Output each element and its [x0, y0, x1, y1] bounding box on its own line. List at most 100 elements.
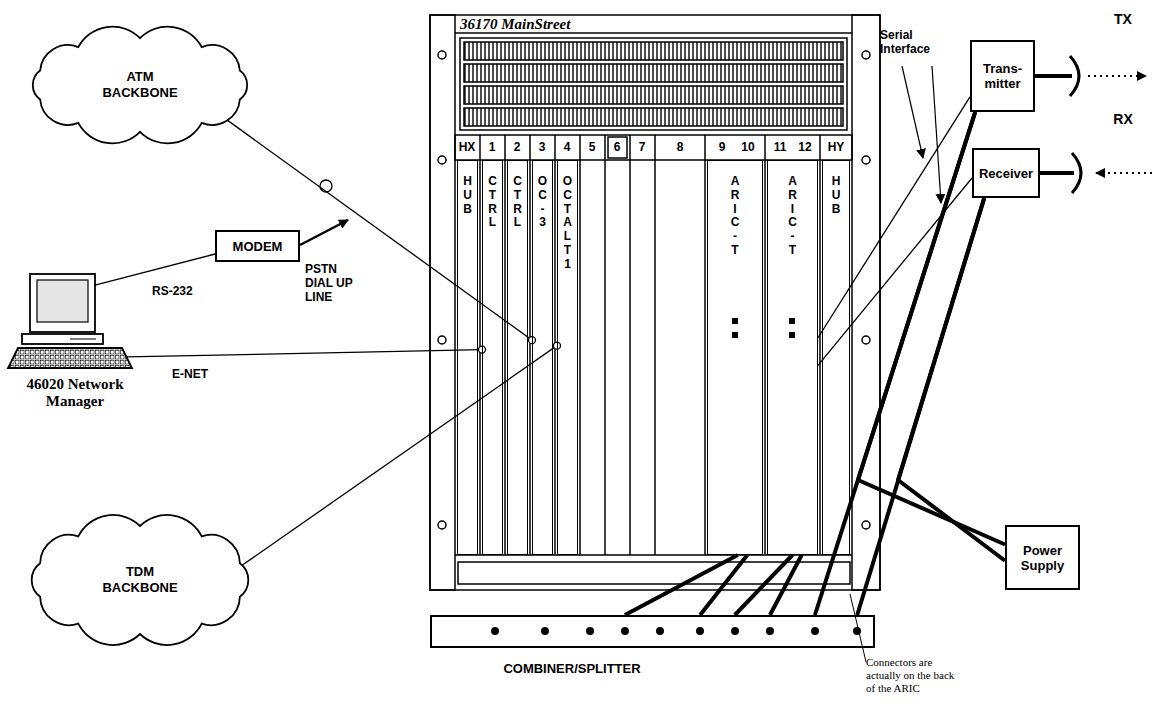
combiner-port [731, 627, 739, 635]
card-connector [732, 318, 795, 338]
cloud-outline [33, 27, 247, 144]
pointer-arrow [300, 66, 941, 662]
shelf-chassis-frame [654, 135, 656, 555]
line-card: ARIC-T [707, 160, 763, 555]
box-label: Trans- mitter [975, 61, 1030, 91]
box-label: MODEM [233, 239, 283, 254]
transmitter-box: Trans- mitter [970, 40, 1035, 112]
connector [818, 97, 970, 338]
label-holder: 3 [527, 140, 557, 154]
pointer-arrow [850, 594, 866, 662]
shelf-chassis-frame [852, 15, 880, 590]
card-label: ARIC-T [788, 175, 798, 258]
label-holder: PSTN DIAL UP LINE [305, 262, 363, 304]
slot-number: 9 [707, 140, 737, 154]
connector [625, 555, 738, 615]
combiner-port [491, 627, 499, 635]
receiver-box: Receiver [972, 148, 1040, 198]
network-cloud: TDM BACKBONE [15, 505, 265, 655]
computer-icon [22, 334, 103, 344]
antenna [1035, 56, 1152, 193]
edge-label: E-NET [170, 367, 210, 381]
connector [220, 115, 532, 340]
box-label: Receiver [979, 166, 1033, 181]
shelf-chassis-frame [430, 15, 455, 590]
label-holder: 7 [627, 140, 657, 154]
computer-icon [30, 274, 95, 332]
connector [898, 198, 1005, 561]
label-holder: HX [452, 140, 482, 154]
slot-number: 11 [765, 140, 795, 154]
connector [770, 555, 802, 615]
combiner-port [491, 627, 861, 635]
shelf-chassis-frame [579, 135, 581, 555]
combiner-port [541, 627, 549, 635]
slot-number: 10 [733, 140, 763, 154]
antenna [1096, 172, 1152, 174]
card-connector [789, 318, 795, 324]
rail-screw [862, 336, 870, 344]
slot-number: 3 [527, 140, 557, 154]
line-card: OCTALT1 [557, 160, 578, 555]
line-card: OC-3 [532, 160, 553, 555]
label-holder: 9 [707, 140, 737, 154]
card-label: OC-3 [538, 175, 548, 230]
slot-number: 1 [477, 140, 507, 154]
computer-label: 46020 Network Manager [20, 376, 130, 410]
connector-layer [95, 97, 1005, 615]
box-label: Power Supply [1010, 543, 1075, 573]
card-label: CTRL [513, 175, 523, 230]
shelf-chassis-frame [704, 135, 706, 555]
slot-number: HY [821, 140, 851, 154]
shelf-chassis-frame [464, 86, 843, 104]
shelf-chassis-frame [764, 135, 766, 555]
label-holder: 10 [733, 140, 763, 154]
slot-number: 7 [627, 140, 657, 154]
card-label: ARIC-T [730, 175, 740, 258]
combiner-port [696, 627, 704, 635]
shelf-chassis: 36170 MainStreetHUBCTRLCTRLOC-3OCTALT1AR… [430, 15, 880, 590]
label-holder: 8 [665, 140, 695, 154]
label-holder: RS-232 [150, 281, 195, 299]
card-label: OCTALT1 [563, 175, 573, 272]
callout-text: PSTN DIAL UP LINE [305, 262, 363, 304]
label-holder: 11 [765, 140, 795, 154]
callout-text: TX [1108, 12, 1138, 26]
slot-number: 2 [502, 140, 532, 154]
label-holder: TX [1108, 12, 1138, 26]
card-label: HUB [463, 175, 473, 216]
shelf-chassis-frame [504, 135, 506, 555]
shelf-chassis-frame [464, 42, 843, 60]
rail-screw [438, 521, 446, 529]
combiner-bar: COMBINER/SPLITTER [430, 615, 875, 648]
label-holder: Connectors are actually on the back of t… [866, 656, 956, 695]
connector [127, 350, 482, 357]
label-holder: 1 [477, 140, 507, 154]
shelf-chassis-frame [604, 135, 606, 555]
slot-number: HX [452, 140, 482, 154]
label-holder: 12 [790, 140, 820, 154]
shelf-chassis-frame [629, 135, 631, 555]
cloud-outline [32, 515, 249, 645]
antenna [1035, 74, 1072, 78]
modem-box: MODEM [215, 230, 300, 262]
combiner-port [811, 627, 819, 635]
combiner-port [621, 627, 629, 635]
label-holder: 5 [577, 140, 607, 154]
edge-label: RS-232 [150, 284, 195, 298]
computer-icon [37, 280, 88, 322]
computer-icon [70, 339, 96, 340]
card-connector [789, 332, 795, 338]
label-holder: HY [821, 140, 851, 154]
computer-icon [8, 348, 132, 368]
cloud-label: ATM BACKBONE [95, 69, 185, 101]
label-holder: 4 [552, 140, 582, 154]
line-card: CTRL [482, 160, 503, 555]
network-manager: 46020 Network Manager [10, 270, 140, 435]
pointer-arrow [320, 180, 332, 192]
callout-text: Connectors are actually on the back of t… [866, 656, 956, 695]
line-card: HUB [457, 160, 478, 555]
rail-screw [438, 156, 446, 164]
antenna [1040, 171, 1074, 175]
